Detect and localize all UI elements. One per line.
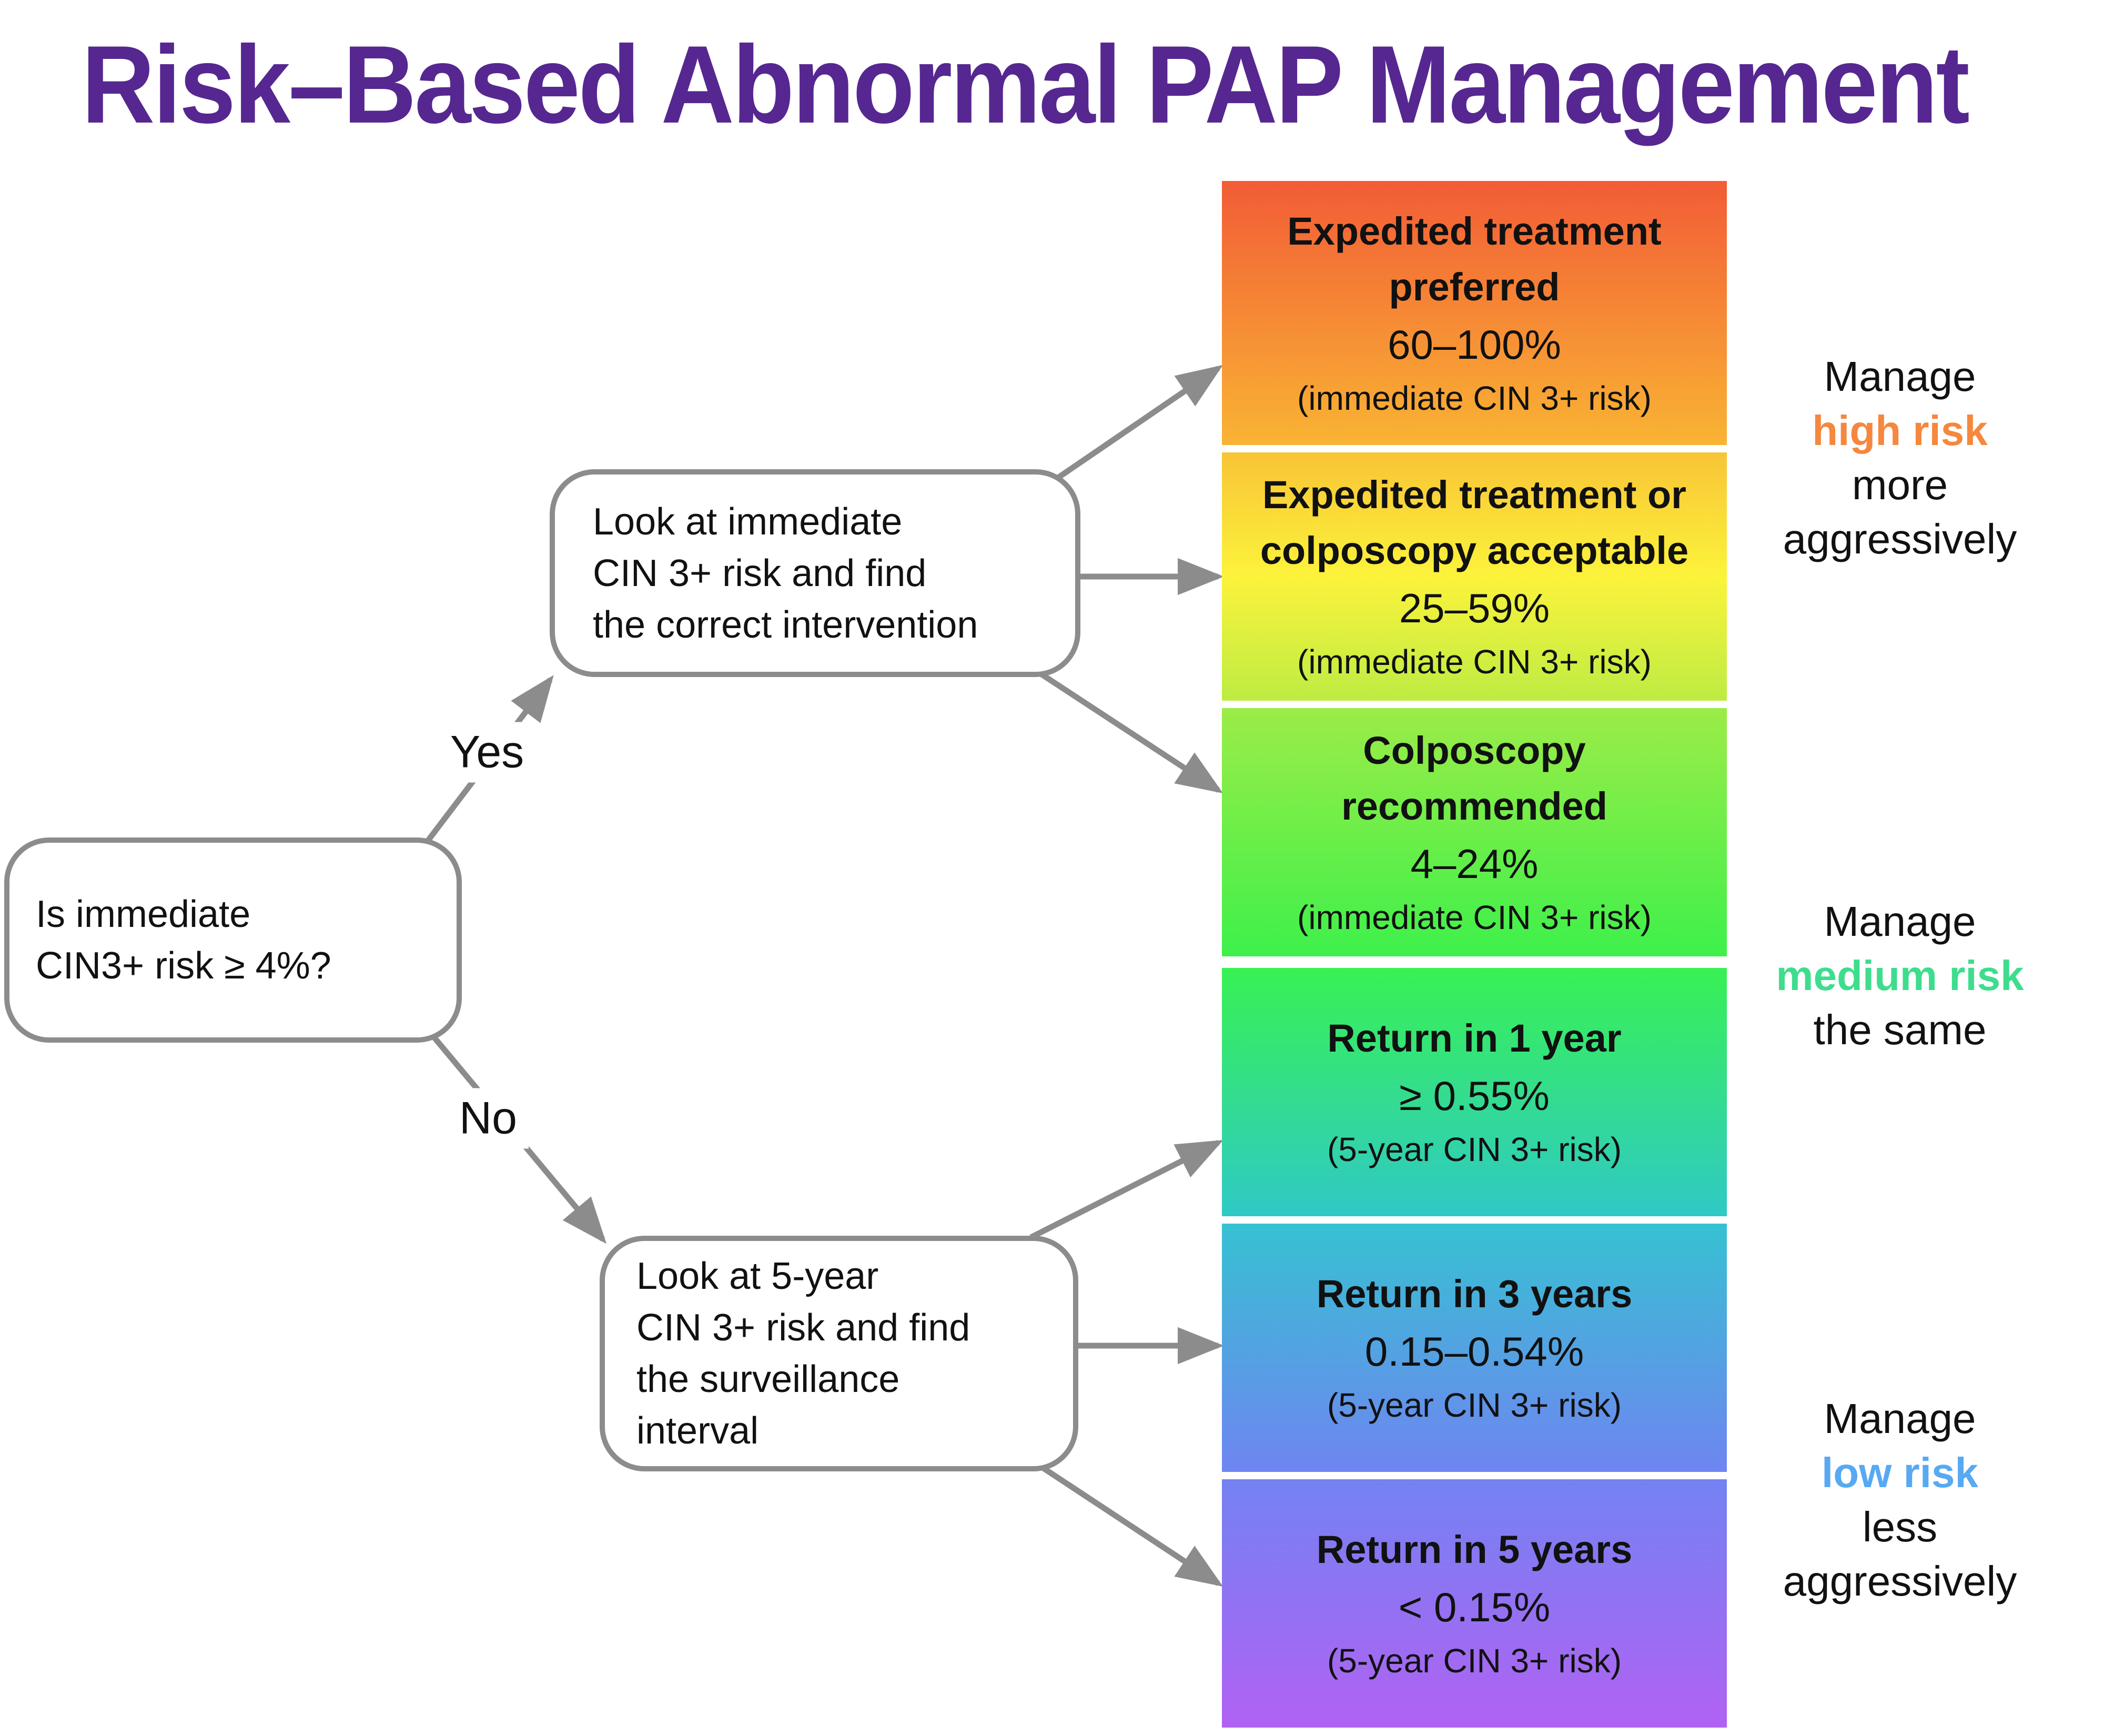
outcome-title: Return in 5 years [1316,1528,1633,1571]
annotation-line: the same [1813,1006,1987,1053]
outcome-expedited-treatment-preferred: Expedited treatment preferred 60–100% (i… [1222,181,1727,445]
arrow-to-colposcopy-recommended [1024,661,1223,794]
outcome-range: 60–100% [1388,321,1561,368]
branch-label-yes: Yes [438,722,536,783]
annotation-phrase-low-risk: low risk [1822,1449,1978,1496]
page-title: Risk–Based Abnormal PAP Management [82,23,1970,146]
outcome-range: < 0.15% [1398,1584,1551,1630]
outcome-caption: (5-year CIN 3+ risk) [1327,1386,1622,1424]
outcome-colposcopy-recommended: Colposcopy recommended 4–24% (immediate … [1222,708,1727,956]
outcome-caption: (immediate CIN 3+ risk) [1297,899,1652,936]
outcome-expedited-or-colposcopy: Expedited treatment or colposcopy accept… [1222,452,1727,701]
annotation-manage-high-risk: Manage high risk more aggressively [1747,349,2052,566]
outcome-range: ≥ 0.55% [1399,1073,1550,1119]
outcome-caption: (5-year CIN 3+ risk) [1327,1642,1622,1680]
fiveyear-text-line3: the surveillance [636,1358,900,1400]
fiveyear-text-line4: interval [636,1410,759,1452]
outcome-range: 25–59% [1399,585,1550,631]
outcome-range: 0.15–0.54% [1364,1328,1584,1375]
outcome-title: Return in 1 year [1327,1016,1622,1060]
outcome-return-3-years: Return in 3 years 0.15–0.54% (5-year CIN… [1222,1224,1727,1472]
immediate-text-line2: CIN 3+ risk and find [593,552,927,594]
annotation-line: Manage [1824,353,1976,400]
arrow-to-return-1-year [1029,1140,1223,1240]
arrow-to-return-5-years [1026,1456,1223,1587]
annotation-manage-medium-risk: Manage medium risk the same [1747,894,2052,1057]
outcome-caption: (immediate CIN 3+ risk) [1297,643,1652,681]
branch-label-no: No [448,1088,529,1149]
annotation-line: Manage [1824,898,1976,945]
node-decision-cin3-risk: Is immediate CIN3+ risk ≥ 4%? [4,837,462,1043]
annotation-line: Manage [1824,1395,1976,1442]
annotation-phrase-high-risk: high risk [1812,407,1988,454]
annotation-line: more [1852,461,1948,508]
node-look-immediate-risk: Look at immediate CIN 3+ risk and find t… [550,469,1080,677]
outcome-return-1-year: Return in 1 year ≥ 0.55% (5-year CIN 3+ … [1222,968,1727,1216]
outcome-title: Colposcopy [1363,729,1586,772]
outcome-caption: (immediate CIN 3+ risk) [1297,379,1652,417]
outcome-range: 4–24% [1410,841,1539,887]
annotation-manage-low-risk: Manage low risk less aggressively [1747,1391,2052,1608]
annotation-phrase-medium-risk: medium risk [1776,952,2024,999]
outcome-title: recommended [1341,784,1607,828]
fiveyear-text-line1: Look at 5-year [636,1255,879,1297]
node-look-5-year-risk: Look at 5-year CIN 3+ risk and find the … [600,1236,1078,1471]
decision-text-line2: CIN3+ risk ≥ 4%? [36,945,331,987]
annotation-line: aggressively [1783,1558,2017,1604]
annotation-line: aggressively [1783,516,2017,562]
immediate-text-line3: the correct intervention [593,603,978,646]
decision-text-line1: Is immediate [36,893,251,935]
annotation-line: less [1862,1503,1938,1550]
outcome-title: Expedited treatment [1287,209,1662,253]
outcome-title: preferred [1389,265,1560,309]
fiveyear-text-line2: CIN 3+ risk and find [636,1307,970,1349]
outcome-title: Return in 3 years [1316,1272,1633,1316]
outcome-title: Expedited treatment or [1262,473,1686,517]
outcome-caption: (5-year CIN 3+ risk) [1327,1131,1622,1168]
outcome-title: colposcopy acceptable [1260,529,1689,572]
outcome-return-5-years: Return in 5 years < 0.15% (5-year CIN 3+… [1222,1479,1727,1728]
immediate-text-line1: Look at immediate [593,500,903,543]
